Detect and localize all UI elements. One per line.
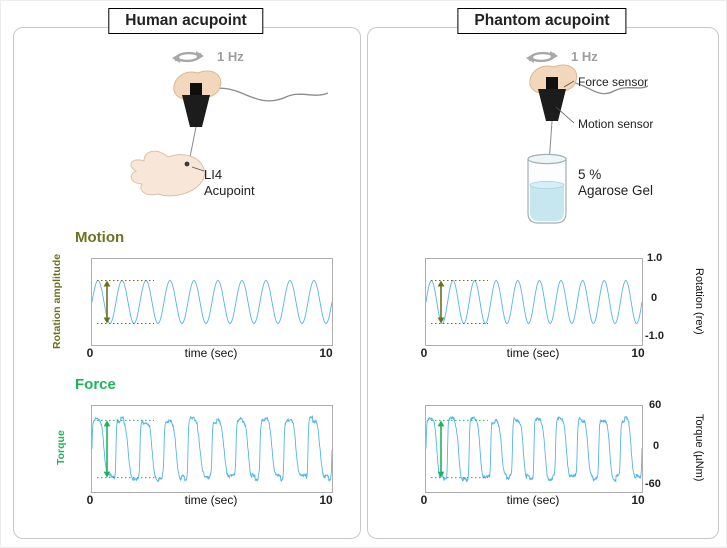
motion-sensor-label: Motion sensor [578,117,654,131]
li4-leader-line [191,166,205,172]
phantom-hand-device-illustration [527,64,649,224]
rotation-tick-min: -1.0 [645,330,664,342]
human-motion-plot [91,258,333,346]
human-motion-waveform [92,280,332,324]
phantom-frequency-label: 1 Hz [571,49,598,64]
x-tick-min: 0 [86,493,94,507]
motion-sensor-graphic [190,83,202,96]
x-tick-min: 0 [420,346,428,360]
torque-ylabel: Torque [55,430,67,466]
li4-acupoint-label: LI4 Acupoint [204,167,255,198]
x-axis-label: time (sec) [506,346,560,360]
rotation-arrows-icon [526,51,558,63]
motion-sensor-graphic [546,77,558,90]
rotation-arrows-icon [172,51,204,63]
rotation-tick-zero: 0 [651,292,658,304]
x-tick-min: 0 [420,493,428,507]
human-frequency-label: 1 Hz [217,49,244,64]
phantom-panel-title: Phantom acupoint [457,8,627,34]
vial-mouth-graphic [527,153,567,165]
palm-hand-graphic [130,150,206,197]
x-axis-label: time (sec) [184,493,238,507]
force-sensor-label: Force sensor [578,75,649,89]
rotation-amplitude-ylabel: Rotation amplitude [51,253,63,349]
gel-surface-graphic [529,181,565,190]
x-tick-min: 0 [86,346,94,360]
human-hand-device-illustration [130,70,329,197]
phantom-force-waveform [426,415,642,483]
torque-tick-min: -60 [645,478,661,490]
needle-holder-graphic [538,89,566,121]
human-force-plot [91,405,333,493]
x-tick-max: 10 [319,346,333,360]
phantom-motion-plot [425,258,643,346]
motion-heading: Motion [75,229,125,246]
x-tick-max: 10 [319,493,333,507]
force-heading: Force [75,376,116,393]
phantom-motion-waveform [426,280,642,324]
human-panel-title: Human acupoint [108,8,264,34]
torque-tick-max: 60 [649,399,662,411]
rotation-tick-max: 1.0 [647,252,663,264]
x-axis-label: time (sec) [184,346,238,360]
force-sensor-leader-line [563,80,575,88]
motion-sensor-leader-line [555,106,575,124]
rotation-axis-label: Rotation (rev) [693,267,705,335]
x-axis-label: time (sec) [506,493,560,507]
torque-tick-zero: 0 [653,440,660,452]
x-tick-max: 10 [631,493,645,507]
human-force-waveform [92,414,332,483]
sensor-wire-graphic [197,87,329,102]
li4-point-marker [184,161,190,167]
agarose-gel-graphic [530,185,564,221]
agarose-gel-label: 5 % Agarose Gel [578,167,654,198]
phantom-force-plot [425,405,643,493]
x-tick-max: 10 [631,346,645,360]
needle-holder-graphic [182,95,210,127]
torque-axis-label: Torque (µNm) [693,414,705,482]
